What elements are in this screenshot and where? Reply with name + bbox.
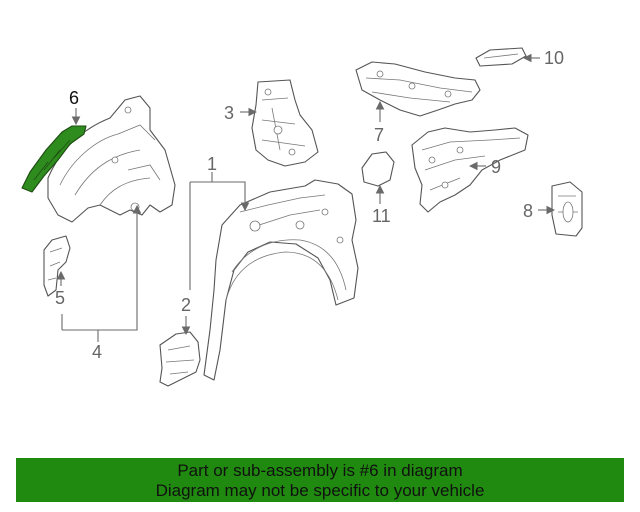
part-1-outer-wheelhouse[interactable] <box>203 179 359 381</box>
banner-line-1: Part or sub-assembly is #6 in diagram <box>177 461 463 480</box>
parts-diagram: 6 1 2 3 4 5 7 8 9 10 11 <box>21 47 583 387</box>
callout-4: 4 <box>92 342 102 362</box>
callout-9: 9 <box>491 157 501 177</box>
part-5-bracket[interactable] <box>43 235 71 297</box>
callout-6: 6 <box>69 88 79 108</box>
callout-2: 2 <box>181 295 191 315</box>
callout-8: 8 <box>523 201 533 221</box>
part-4-inner-wheelhouse[interactable] <box>47 95 176 223</box>
part-8-panel[interactable] <box>551 181 583 237</box>
leader-lines <box>56 53 556 342</box>
callout-1: 1 <box>207 154 217 174</box>
part-7-rail[interactable] <box>355 61 481 117</box>
part-11-cover[interactable] <box>361 151 395 187</box>
info-banner: Part or sub-assembly is #6 in diagram Di… <box>16 458 624 502</box>
part-3-panel[interactable] <box>251 79 319 167</box>
callout-10: 10 <box>544 48 564 68</box>
callout-3: 3 <box>224 103 234 123</box>
callout-11: 11 <box>372 206 391 226</box>
callout-7: 7 <box>374 125 384 145</box>
banner-line-2: Diagram may not be specific to your vehi… <box>155 481 485 500</box>
part-2-bracket[interactable] <box>159 331 201 387</box>
part-9-bracket-assembly[interactable] <box>411 127 529 213</box>
callout-5: 5 <box>55 288 65 308</box>
part-10-bar[interactable] <box>475 47 527 67</box>
part-6-reinforcement[interactable] <box>21 125 87 193</box>
